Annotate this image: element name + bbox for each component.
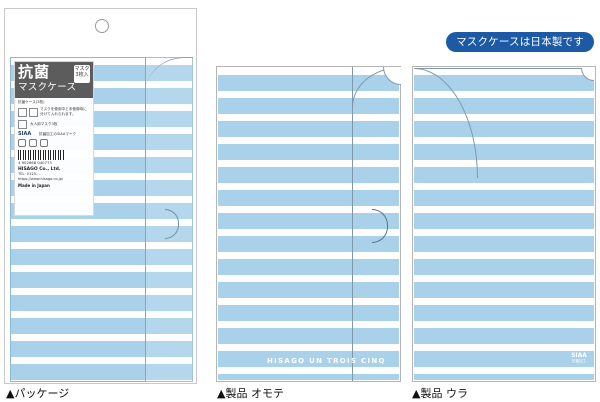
spec-label: 抗菌ケース(3枚) <box>18 100 45 104</box>
usage-row: マスクを使用中と未使用時に分けて入れられます。 <box>15 105 93 117</box>
case-diagram-icon <box>18 108 27 117</box>
company-website: https://www.hisago.co.jp/ <box>18 177 64 181</box>
siaa-logo: SIAA <box>18 131 32 137</box>
product-back-image: SIAA 抗菌加工 <box>412 66 596 382</box>
product-front-image: HISAGO UN TROIS CINQ <box>216 66 401 382</box>
package-title-line2: マスクケース <box>18 82 77 93</box>
made-in-japan-badge: マスクケースは日本製です <box>446 32 594 52</box>
count-badge: マスク 3枚入 <box>74 65 90 83</box>
caption-back: ▲製品 ウラ <box>412 387 468 400</box>
package-title-line1: 抗菌 <box>18 63 51 81</box>
back-siaa-sub: 抗菌加工 <box>572 359 586 363</box>
usage-text: マスクを使用中と未使用時に分けて入れられます。 <box>40 107 87 116</box>
case-diagram-icon <box>29 108 38 117</box>
caption-package: ▲パッケージ <box>6 387 70 400</box>
back-siaa-mark: SIAA 抗菌加工 <box>568 352 590 364</box>
front-flap <box>352 67 401 381</box>
caption-front: ▲製品 オモテ <box>217 387 284 400</box>
package-title-box: 抗菌 マスクケース マスク 3枚入 <box>15 62 93 98</box>
back-top-edge <box>414 68 594 69</box>
package-brand: HISAGO UN TROIS CINQ <box>50 356 161 364</box>
siaa-row: SIAA 抗菌加工のSIAAマーク <box>15 129 93 137</box>
symbols-row <box>15 137 93 149</box>
company-address: TEL: 0120-... <box>18 172 41 176</box>
back-siaa-logo: SIAA <box>571 352 587 359</box>
package-label: 抗菌 マスクケース マスク 3枚入 抗菌ケース(3枚) マスクを使用中と未使用時… <box>14 61 94 216</box>
adult-mask-row: 大人用マスク3枚 <box>15 117 93 129</box>
barcode <box>18 150 64 160</box>
caution-icon <box>40 139 48 147</box>
made-in: Made in Japan <box>18 183 50 188</box>
adult-mask-text: 大人用マスク3枚 <box>30 121 58 126</box>
siaa-text: 抗菌加工のSIAAマーク <box>39 132 77 136</box>
mask-icon <box>18 120 27 129</box>
front-stripes <box>218 68 399 380</box>
company-name: HISAGO Co., Ltd. <box>18 167 61 172</box>
recycle-icon <box>18 139 26 147</box>
front-brand: HISAGO UN TROIS CINQ <box>267 357 386 365</box>
hang-hole <box>95 19 109 33</box>
barcode-number: 4 902668 040773 <box>18 160 52 165</box>
material-icon <box>29 139 37 147</box>
package-image: 抗菌 マスクケース マスク 3枚入 抗菌ケース(3枚) マスクを使用中と未使用時… <box>4 8 197 384</box>
